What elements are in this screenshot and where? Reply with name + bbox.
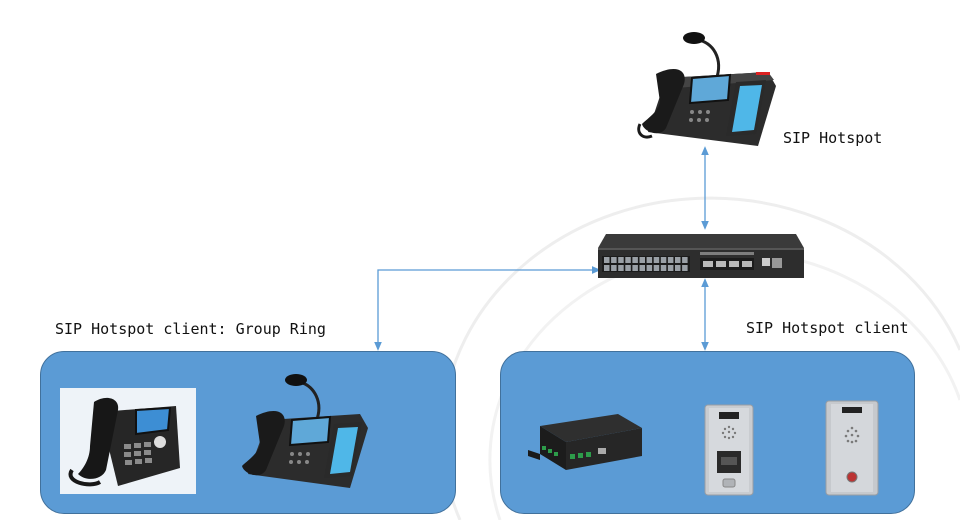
switch-port: [675, 257, 681, 263]
desk-phone-icon: [60, 388, 196, 494]
switch-port: [618, 257, 624, 263]
switch-port: [604, 257, 610, 263]
network-switch-icon: [598, 234, 804, 278]
door-intercom-keypad-icon: [704, 404, 754, 496]
switch-port: [611, 257, 617, 263]
switch-port: [604, 265, 610, 271]
switch-port: [660, 257, 667, 263]
switch-port: [632, 257, 638, 263]
switch-port: [632, 265, 638, 271]
switch-port: [660, 265, 667, 271]
switch-port: [639, 265, 645, 271]
switch-port: [682, 265, 688, 271]
switch-port: [611, 265, 617, 271]
switch-port: [639, 257, 645, 263]
switch-port: [625, 265, 631, 271]
hotspot-phone-icon: [637, 32, 776, 146]
switch-port: [618, 265, 624, 271]
switch-port: [682, 257, 688, 263]
switch-port: [646, 265, 653, 271]
switch-port: [667, 265, 674, 271]
paging-gateway-icon: [528, 414, 642, 470]
switch-port: [653, 265, 660, 271]
switch-port: [625, 257, 631, 263]
switch-port: [653, 257, 660, 263]
group-ring-client-label: SIP Hotspot client: Group Ring: [55, 320, 326, 338]
conference-phone-icon: [242, 374, 368, 488]
link-switch-group-ring: [374, 266, 601, 351]
switch-port: [646, 257, 653, 263]
switch-port: [667, 257, 674, 263]
hotspot-label: SIP Hotspot: [783, 129, 883, 147]
door-intercom-button-icon: [825, 400, 879, 496]
switch-port: [675, 265, 681, 271]
hotspot-client-label: SIP Hotspot client: [746, 319, 909, 337]
